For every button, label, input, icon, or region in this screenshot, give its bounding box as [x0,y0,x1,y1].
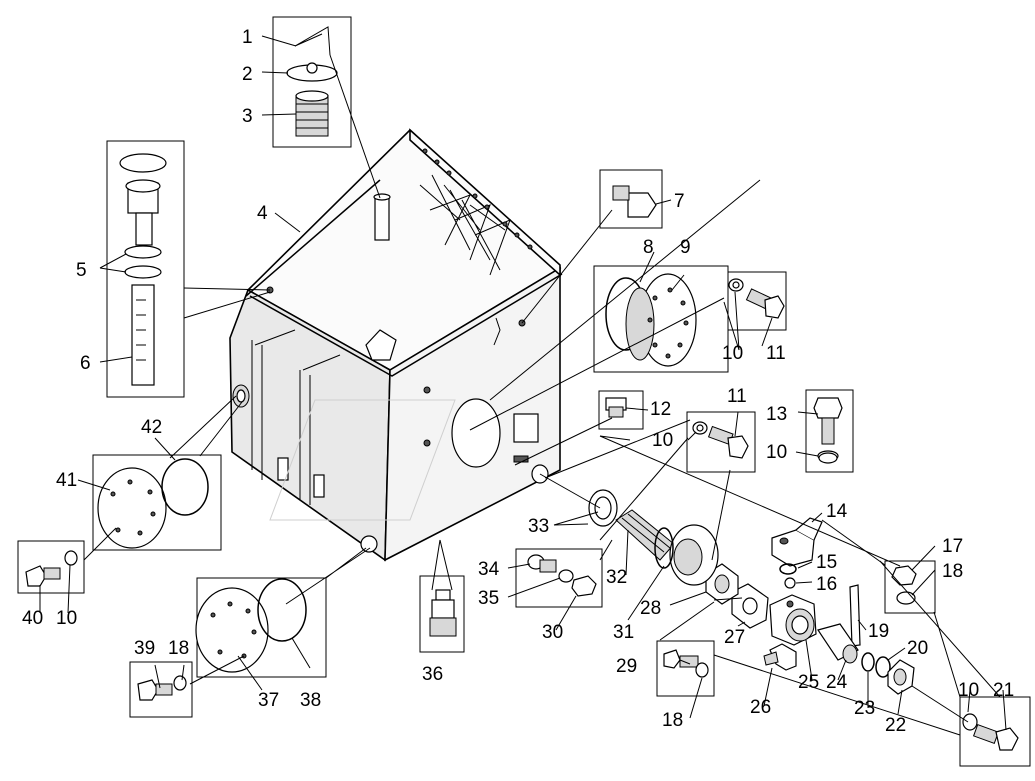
part-washer-35 [558,569,574,583]
callout-24: 24 [826,672,848,693]
part-washer-10a [728,278,744,292]
part-gasket-38 [257,578,307,642]
part-elbow-26 [763,643,797,671]
callout-16: 16 [816,574,837,595]
part-gasket-27 [731,583,769,629]
callout-26: 26 [750,697,771,718]
part-bolt-40 [25,565,61,587]
leader-lines [39,35,1007,736]
part-ring-23 [861,652,875,672]
callout-29: 29 [616,656,637,677]
callout-42: 42 [141,417,162,438]
callout-33: 33 [528,516,549,537]
part-washer-10c [818,452,838,464]
callout-11b: 11 [727,386,747,407]
callout-34: 34 [478,559,500,580]
callout-41: 41 [56,470,77,491]
callout-28: 28 [640,598,661,619]
part-plug-12 [605,397,627,418]
part-washer-18c [173,675,187,691]
part-suction-tube-32 [615,509,675,561]
callout-40: 40 [22,608,43,629]
part-cover-9 [625,273,697,367]
part-valve-body-25 [769,594,817,646]
callout-19: 19 [868,621,889,642]
callout-9: 9 [680,237,691,258]
callout-20: 20 [907,638,928,659]
part-nut-30 [571,575,597,597]
callout-10c: 10 [766,442,787,463]
callout-14: 14 [826,501,848,522]
callout-36: 36 [422,664,443,685]
part-flange-31 [669,524,719,586]
callout-18a: 18 [942,561,963,582]
callout-32: 32 [606,567,627,588]
callout-21: 21 [993,680,1014,701]
part-washer-10b [692,421,708,435]
callout-5: 5 [76,260,87,281]
callout-15: 15 [816,552,837,573]
callout-11a: 11 [766,343,786,364]
part-dipstick [119,153,167,386]
part-ball-16 [784,577,796,589]
part-oring-31 [654,527,674,569]
part-spool-24 [817,623,859,664]
callout-35: 35 [478,588,499,609]
callout-31: 31 [613,622,634,643]
callout-3: 3 [242,106,253,127]
part-filler-cap [286,62,338,82]
callout-6: 6 [80,353,91,374]
hydraulic-tank [229,128,563,562]
part-bolt-29 [663,649,699,669]
part-bolt-11a [745,288,785,319]
callout-18b: 18 [662,710,683,731]
part-cover-37 [195,587,269,673]
callout-7: 7 [674,191,685,212]
part-rod-19 [849,584,861,647]
callout-8: 8 [643,237,654,258]
detail-box-nut-17 [884,560,936,614]
part-washer-10d [962,713,978,731]
part-gasket-33 [588,489,618,527]
callout-30: 30 [542,622,563,643]
part-bolt-11b [707,425,749,459]
callout-2: 2 [242,64,253,85]
callout-25: 25 [798,672,819,693]
part-plug-7 [612,185,657,218]
callout-37: 37 [258,690,279,711]
part-block-14 [771,517,823,567]
part-bolt-34 [527,554,557,573]
callout-10d: 10 [958,680,979,701]
part-bolt-39 [137,679,173,701]
part-bolt-21 [972,723,1019,751]
callout-13: 13 [766,404,787,425]
callout-10e: 10 [56,608,77,629]
part-wire-clip [294,26,331,56]
callout-22: 22 [885,715,906,736]
callout-1: 1 [242,27,253,48]
callout-27: 27 [724,627,745,648]
part-nut-17 [891,565,917,586]
callout-10b: 10 [652,430,673,451]
part-gasket-42 [161,458,209,516]
part-oring-15 [779,563,797,575]
part-strainer [295,90,329,137]
part-ring-20 [875,656,891,678]
part-washer-10e [64,550,78,566]
callout-4: 4 [257,203,268,224]
callout-17: 17 [942,536,963,557]
callout-10a: 10 [722,343,743,364]
callout-18c: 18 [168,638,189,659]
part-valve-36 [429,589,457,637]
callout-39: 39 [134,638,155,659]
part-washer-18b [695,662,709,678]
part-cover-41 [97,467,167,549]
part-flange-22 [887,659,915,695]
callout-38: 38 [300,690,321,711]
callout-23: 23 [854,698,875,719]
callout-labels: 1 2 3 4 5 6 7 8 9 10 11 12 11 10 13 10 1… [22,27,1014,736]
callout-12: 12 [650,399,671,420]
